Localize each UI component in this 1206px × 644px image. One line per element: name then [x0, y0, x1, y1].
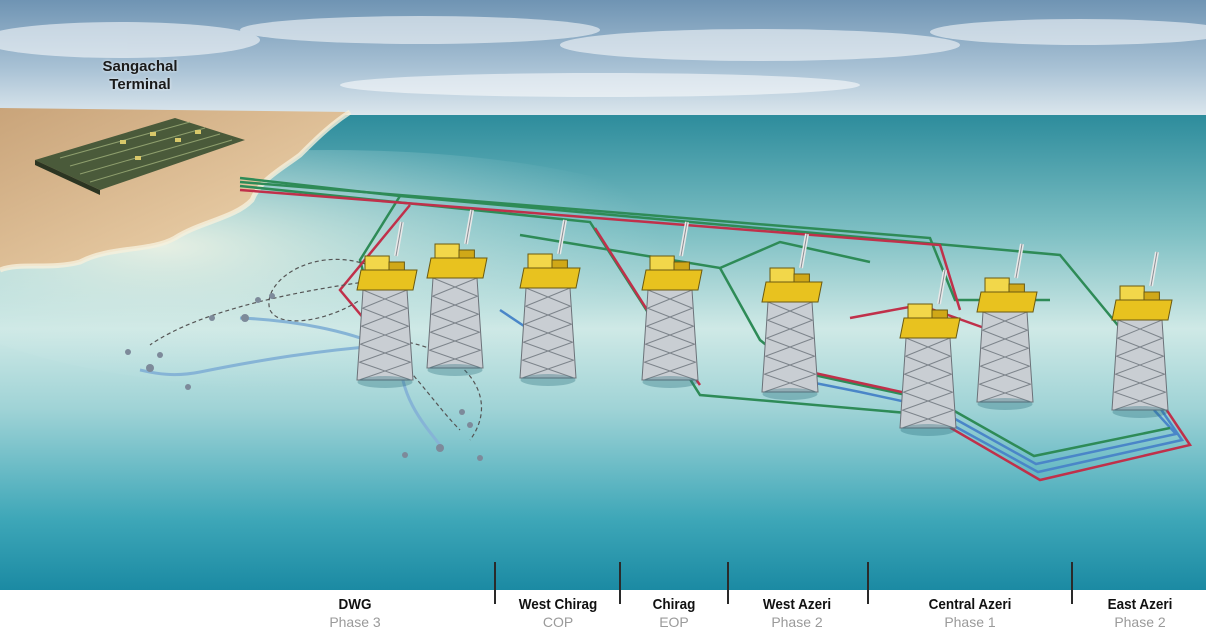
field-chirag: Chirag EOP	[622, 596, 726, 630]
field-phase: COP	[542, 614, 574, 630]
field-name: West Chirag	[518, 596, 598, 613]
platform	[356, 221, 418, 388]
platform	[976, 243, 1038, 410]
field-divider	[727, 562, 729, 604]
field-phase: Phase 1	[944, 614, 996, 630]
field-phase: Phase 2	[771, 614, 823, 630]
sangachal-terminal-facility	[35, 118, 245, 195]
field-divider	[867, 562, 869, 604]
field-dwg: DWG Phase 3	[300, 596, 410, 630]
field-divider	[494, 562, 496, 604]
clouds	[0, 16, 1206, 97]
field-divider	[619, 562, 621, 604]
field-central-azeri: Central Azeri Phase 1	[870, 596, 1070, 630]
field-name: DWG	[338, 596, 372, 613]
field-phase: Phase 3	[329, 614, 381, 630]
field-east-azeri: East Azeri Phase 2	[1074, 596, 1206, 630]
platform	[899, 269, 961, 436]
platform	[761, 233, 823, 400]
field-phase: EOP	[659, 614, 689, 630]
terminal-label: Sangachal Terminal	[70, 58, 210, 94]
platform	[426, 209, 488, 376]
field-name: West Azeri	[762, 596, 832, 613]
platform	[1111, 251, 1173, 418]
field-name: Chirag	[652, 596, 696, 613]
offshore-scene	[0, 0, 1206, 590]
platform	[519, 219, 581, 386]
terminal-label-line1: Sangachal	[102, 58, 178, 75]
field-divider	[1071, 562, 1073, 604]
platform	[641, 221, 703, 388]
field-west-chirag: West Chirag COP	[497, 596, 619, 630]
field-west-azeri: West Azeri Phase 2	[730, 596, 864, 630]
field-legend: DWG Phase 3 West Chirag COP Chirag EOP W…	[0, 590, 1206, 644]
field-phase: Phase 2	[1114, 614, 1166, 630]
terminal-label-line2: Terminal	[109, 76, 171, 93]
platforms	[356, 209, 1173, 436]
field-name: East Azeri	[1107, 596, 1173, 613]
subsea-wells	[125, 258, 483, 461]
field-name: Central Azeri	[928, 596, 1012, 613]
